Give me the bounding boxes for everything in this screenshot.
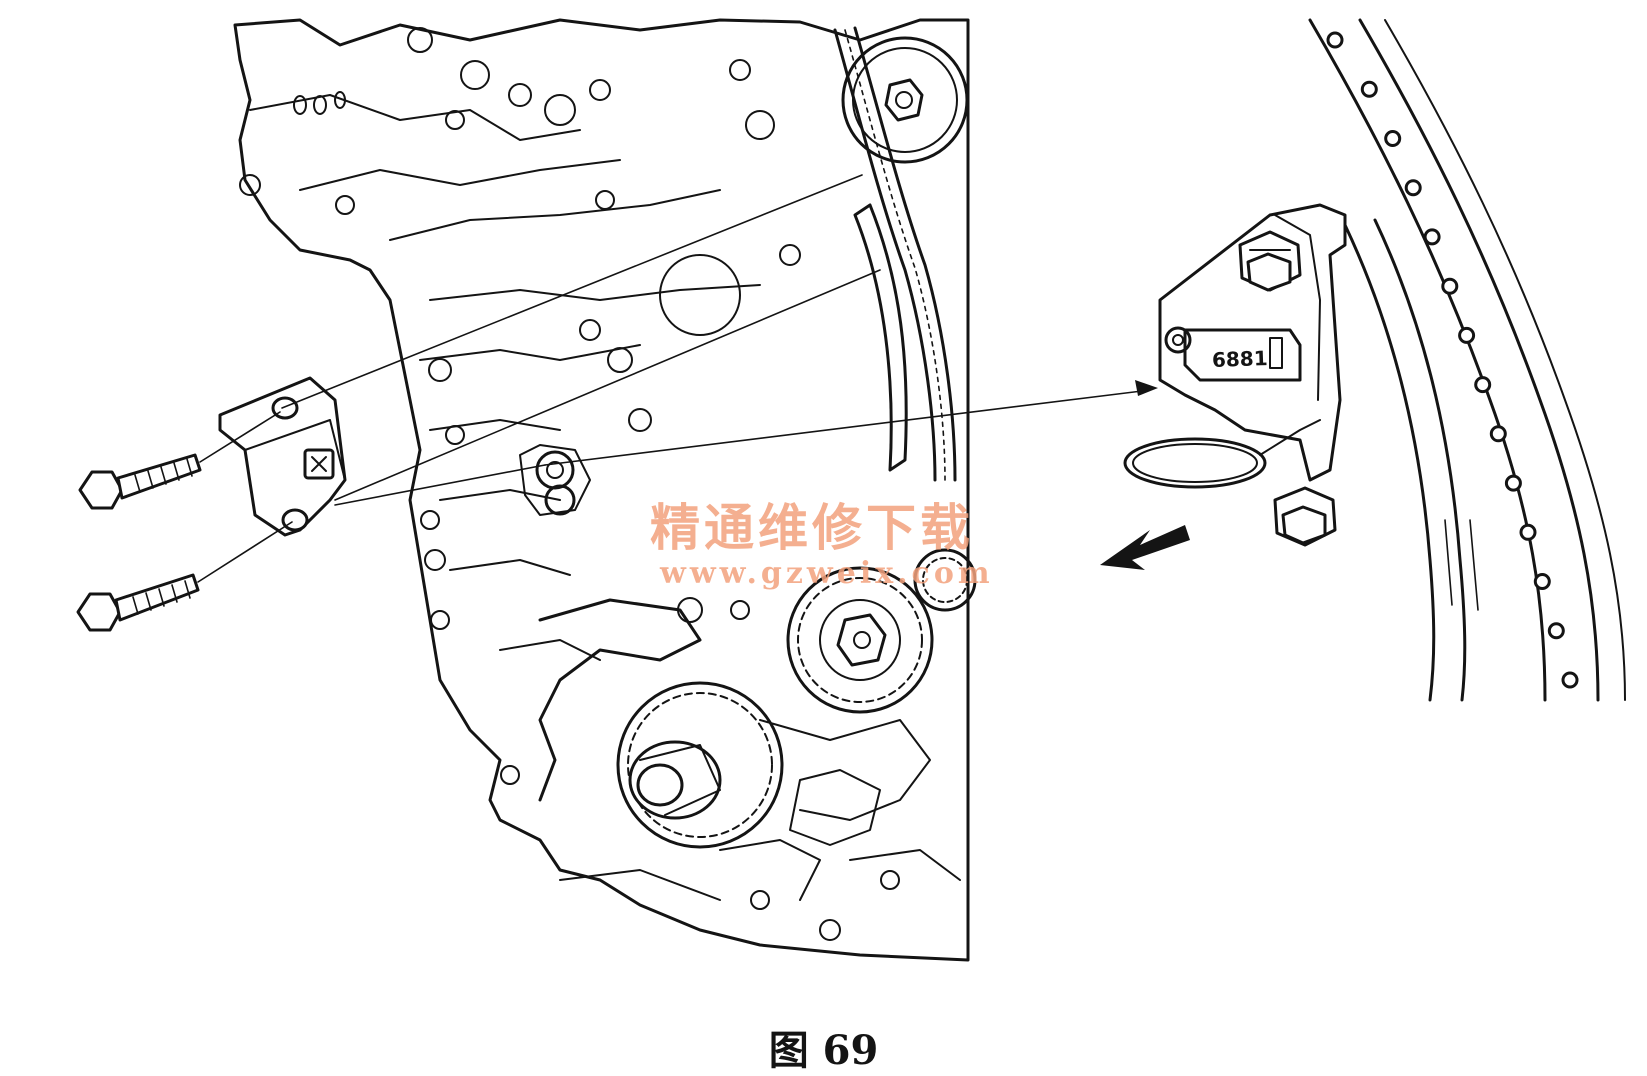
chain-pin (1326, 31, 1344, 49)
chain-pin (1474, 376, 1492, 394)
flange-bolt-lower (76, 573, 200, 632)
retaining-pin-ring (1123, 419, 1321, 489)
tensioner-bolt-upper-detail (1238, 230, 1302, 292)
timing-chain-detail (1308, 18, 1626, 702)
chain-pin (1489, 425, 1507, 443)
chain-pin (1547, 622, 1565, 640)
tensioner-bolt-lower-detail (1273, 486, 1337, 547)
chain-pin (1423, 228, 1441, 246)
watermark-url: www.gzweix.com (659, 556, 994, 591)
tensioner-part-number: 6881 (1212, 346, 1268, 372)
chain-pin (1441, 277, 1459, 295)
figure-caption: 图 69 (768, 1027, 879, 1074)
chain-pin (1533, 573, 1551, 590)
chain-pin (1504, 474, 1522, 492)
balance-gear (913, 548, 977, 612)
crankshaft-sprocket (616, 681, 784, 849)
watermark-title: 精通维修下载 (650, 498, 974, 557)
alignment-lines (197, 174, 1151, 583)
chain-tensioner-exploded (218, 376, 347, 537)
cover-bolt-holes (239, 27, 801, 785)
chain-pin (1360, 80, 1378, 98)
chain-guide (853, 203, 908, 472)
chain-pin (1458, 326, 1476, 344)
tensioner-mount-bosses (519, 444, 591, 516)
oil-pump-gear (786, 566, 934, 714)
tensioner-id-plate: 6881 (1164, 326, 1302, 382)
chain-pin (1404, 179, 1422, 197)
site-watermark: 精通维修下载 www.gzweix.com (650, 498, 994, 591)
engine-block-front-view (233, 18, 977, 962)
arrow-left-down-icon (1100, 525, 1190, 570)
leader-arrowhead (1135, 380, 1158, 396)
chain-pin (1519, 523, 1537, 541)
detail-view: 6881 (1123, 18, 1626, 702)
flange-bolt-upper (78, 453, 202, 510)
chain-pin (1561, 671, 1579, 689)
chain-pins (1326, 31, 1579, 689)
chain-pin (1384, 130, 1402, 147)
